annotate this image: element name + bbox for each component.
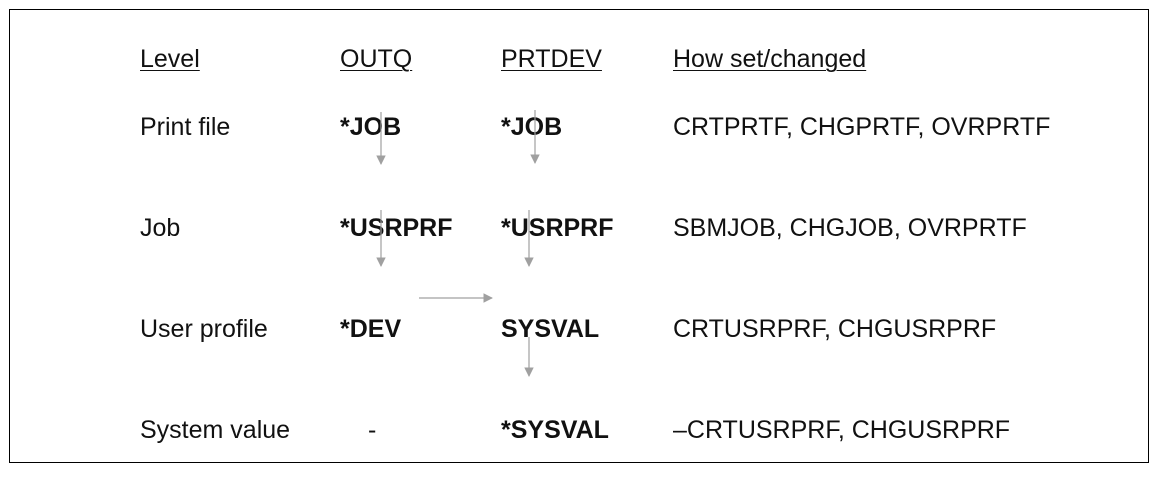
header-outq: OUTQ xyxy=(340,45,413,73)
prtdev-print-file: *JOB xyxy=(501,113,563,141)
level-user-profile: User profile xyxy=(140,315,268,343)
header-how-set-changed: How set/changed xyxy=(673,45,867,73)
outq-job: *USRPRF xyxy=(340,214,453,242)
prtdev-user-profile: SYSVAL xyxy=(501,315,600,343)
diagram-frame xyxy=(9,9,1149,463)
outq-user-profile: *DEV xyxy=(340,315,402,343)
how-print-file: CRTPRTF, CHGPRTF, OVRPRTF xyxy=(673,113,1051,141)
level-job: Job xyxy=(140,214,181,242)
outq-system-value: - xyxy=(368,416,377,444)
how-user-profile: CRTUSRPRF, CHGUSRPRF xyxy=(673,315,997,343)
prtdev-job: *USRPRF xyxy=(501,214,614,242)
outq-print-file: *JOB xyxy=(340,113,402,141)
header-prtdev: PRTDEV xyxy=(501,45,602,73)
how-system-value: –CRTUSRPRF, CHGUSRPRF xyxy=(673,416,1011,444)
prtdev-system-value: *SYSVAL xyxy=(501,416,609,444)
level-system-value: System value xyxy=(140,416,291,444)
header-level: Level xyxy=(140,45,200,73)
how-job: SBMJOB, CHGJOB, OVRPRTF xyxy=(673,214,1027,242)
level-print-file: Print file xyxy=(140,113,231,141)
